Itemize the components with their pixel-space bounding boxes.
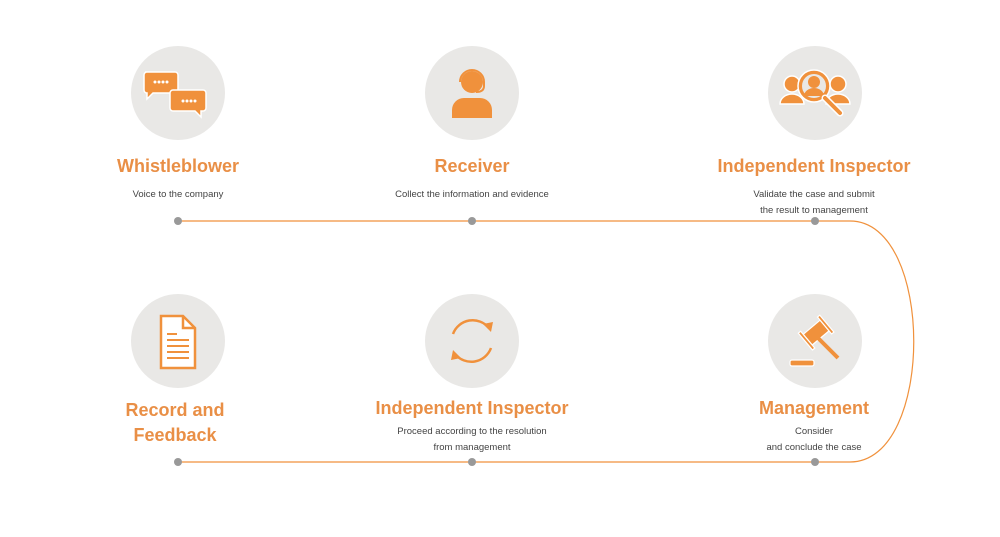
step-desc: Consider bbox=[794, 426, 834, 437]
timeline-dot bbox=[811, 458, 819, 466]
timeline-dot bbox=[811, 217, 819, 225]
step-whistleblower: Whistleblower Voice to the company bbox=[48, 154, 308, 203]
step-title: Whistleblower bbox=[116, 156, 239, 176]
step-title: Receiver bbox=[434, 156, 510, 176]
step-independent-inspector-validate: Independent Inspector Validate the case … bbox=[684, 154, 944, 219]
step-desc: Voice to the company bbox=[132, 189, 224, 200]
gavel-icon bbox=[768, 294, 862, 388]
chat-bubbles-icon bbox=[131, 46, 225, 140]
step-desc: Collect the information and evidence bbox=[395, 189, 549, 200]
timeline-dot bbox=[468, 217, 476, 225]
step-title: Record and Feedback bbox=[125, 400, 225, 445]
document-icon bbox=[131, 294, 225, 388]
step-desc: the result to management bbox=[760, 205, 868, 216]
step-desc: and conclude the case bbox=[766, 442, 862, 453]
people-magnifier-icon bbox=[768, 46, 862, 140]
step-desc: from management bbox=[433, 442, 511, 453]
timeline-dot bbox=[174, 458, 182, 466]
step-management: Management Consider and conclude the case bbox=[684, 396, 944, 456]
refresh-cycle-icon bbox=[425, 294, 519, 388]
step-title: Management bbox=[758, 398, 870, 418]
timeline-dot bbox=[468, 458, 476, 466]
step-desc: Validate the case and submit bbox=[753, 189, 875, 200]
headset-person-icon bbox=[425, 46, 519, 140]
step-independent-inspector-proceed: Independent Inspector Proceed according … bbox=[342, 396, 602, 456]
step-desc: Proceed according to the resolution bbox=[397, 426, 547, 437]
step-title: Independent Inspector bbox=[375, 398, 569, 418]
step-receiver: Receiver Collect the information and evi… bbox=[342, 154, 602, 203]
timeline-dot bbox=[174, 217, 182, 225]
step-record-feedback: Record and Feedback bbox=[110, 398, 240, 448]
step-title: Independent Inspector bbox=[717, 156, 911, 176]
